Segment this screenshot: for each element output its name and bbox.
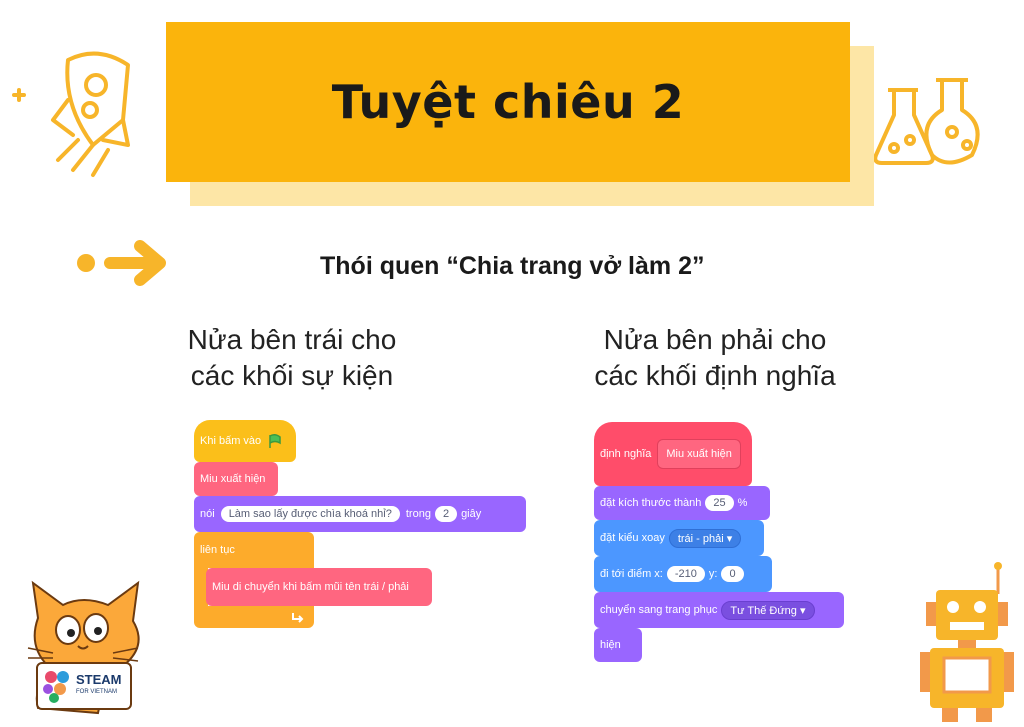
say-label: nói (200, 508, 215, 520)
steam-logo-tagline: FOR VIETNAM (76, 689, 118, 695)
right-column-heading: Nửa bên phải cho các khối định nghĩa (575, 322, 855, 394)
size-unit-label: % (737, 497, 748, 509)
inner-call-label: Miu di chuyển khi bấm mũi tên trái / phả… (212, 581, 409, 593)
rotation-value: trái - phải (677, 532, 724, 545)
say-unit-label: giây (461, 508, 482, 520)
forever-block-bottom (194, 606, 314, 628)
left-column-heading: Nửa bên trái cho các khối sự kiện (172, 322, 412, 394)
loop-arrow-icon (292, 613, 304, 623)
goto-xy-block[interactable]: đi tới điểm x: -210 y: 0 (594, 556, 772, 592)
call-miu-appear-block[interactable]: Miu xuất hiện (194, 462, 278, 496)
define-name-label: Miu xuất hiện (666, 448, 732, 460)
say-in-label: trong (405, 508, 431, 520)
size-input[interactable]: 25 (705, 495, 734, 511)
when-clicked-label: Khi bấm vào (200, 435, 262, 447)
forever-block[interactable]: liên tục (194, 532, 314, 568)
subtitle: Thói quen “Chia trang vở làm 2” (320, 252, 705, 280)
rocket-icon (12, 51, 130, 177)
set-size-block[interactable]: đặt kích thước thành 25 % (594, 486, 770, 520)
costume-dropdown[interactable]: Tư Thế Đứng ▾ (721, 600, 815, 620)
lab-flasks-icon (873, 78, 980, 165)
when-flag-clicked-block[interactable]: Khi bấm vào (194, 420, 296, 462)
right-heading-line2: các khối định nghĩa (594, 360, 836, 391)
right-heading-line1: Nửa bên phải cho (603, 324, 827, 355)
costume-value: Tư Thế Đứng (730, 604, 797, 617)
title-banner: Tuyệt chiêu 2 (166, 22, 850, 182)
define-label: định nghĩa (600, 448, 652, 460)
steam-logo: STEAM FOR VIETNAM (36, 662, 132, 710)
goto-x-input[interactable]: -210 (666, 566, 705, 582)
rotation-label: đặt kiểu xoay (600, 532, 665, 544)
steam-logo-name: STEAM (76, 672, 122, 687)
green-flag-icon (269, 433, 281, 448)
switch-costume-block[interactable]: chuyển sang trang phục Tư Thế Đứng ▾ (594, 592, 844, 628)
say-for-secs-block[interactable]: nói Làm sao lấy được chìa khoá nhỉ? tron… (194, 496, 526, 532)
forever-block-arm (194, 566, 208, 610)
steam-logo-icon (43, 671, 69, 703)
costume-label: chuyển sang trang phục (600, 604, 718, 616)
set-rotation-style-block[interactable]: đặt kiểu xoay trái - phải ▾ (594, 520, 764, 556)
call-miu-move-block[interactable]: Miu di chuyển khi bấm mũi tên trái / phả… (206, 568, 432, 606)
left-heading-line2: các khối sự kiện (190, 360, 394, 391)
robot-icon (920, 562, 1014, 722)
set-size-label: đặt kích thước thành (600, 497, 702, 509)
page-title: Tuyệt chiêu 2 (331, 75, 685, 129)
show-label: hiện (600, 639, 621, 651)
say-text-input[interactable]: Làm sao lấy được chìa khoá nhỉ? (220, 506, 400, 522)
goto-label: đi tới điểm x: (600, 568, 663, 580)
define-name-block: Miu xuất hiện (657, 439, 741, 469)
goto-y-label: y: (708, 568, 718, 580)
say-secs-input[interactable]: 2 (434, 506, 458, 522)
define-block[interactable]: định nghĩa Miu xuất hiện (594, 422, 752, 486)
left-heading-line1: Nửa bên trái cho (187, 324, 397, 355)
call-block-label: Miu xuất hiện (200, 473, 266, 485)
forever-label: liên tục (200, 544, 235, 556)
goto-y-input[interactable]: 0 (721, 566, 744, 582)
rotation-dropdown[interactable]: trái - phải ▾ (668, 528, 742, 548)
arrow-right-icon (77, 240, 166, 286)
show-block[interactable]: hiện (594, 628, 642, 662)
